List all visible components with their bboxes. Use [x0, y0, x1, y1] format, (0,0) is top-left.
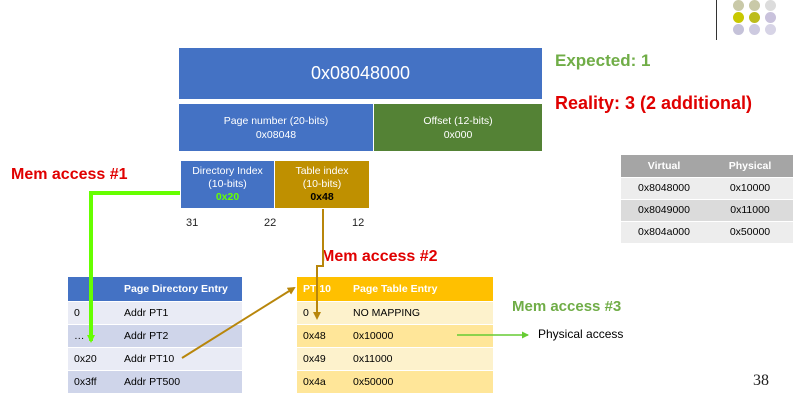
pte-entry: 0x10000: [347, 323, 493, 347]
bit-position-22: 22: [264, 217, 277, 229]
mapping-physical: 0x11000: [707, 198, 793, 221]
mapping-virtual: 0x804a000: [621, 220, 707, 243]
table-row: 0x48 0x10000: [297, 323, 493, 347]
page-number-value: 0x08048: [255, 128, 297, 141]
pde-index: 0x20: [68, 346, 118, 370]
virtual-address-value: 0x08048000: [310, 63, 411, 83]
mapping-virtual: 0x8049000: [621, 198, 707, 221]
pde-index: 0x3ff: [68, 369, 118, 393]
physical-access-label: Physical access: [538, 327, 624, 341]
mapping-physical: 0x10000: [707, 176, 793, 199]
table-row: 0x8049000 0x11000: [621, 198, 793, 221]
table-row: … Addr PT2: [68, 323, 242, 347]
pde-entry: Addr PT2: [118, 323, 242, 347]
pte-index: 0: [297, 300, 347, 324]
directory-index-box: Directory Index (10-bits) 0x20: [181, 161, 274, 208]
mapping-table: Virtual Physical 0x8048000 0x10000 0x804…: [621, 155, 793, 243]
pde-index: 0: [68, 300, 118, 324]
pde-entry: Addr PT500: [118, 369, 242, 393]
divider-line: [716, 0, 717, 40]
table-row: 0 NO MAPPING: [297, 300, 493, 324]
page-table-header-index: PT 10: [297, 277, 347, 301]
directory-index-bits: (10-bits): [208, 178, 247, 190]
pte-index: 0x4a: [297, 369, 347, 393]
pte-entry: 0x11000: [347, 346, 493, 370]
mem-access-2-label: Mem access #2: [321, 248, 438, 265]
mapping-physical: 0x50000: [707, 220, 793, 243]
table-row: 0x804a000 0x50000: [621, 220, 793, 243]
table-row: 0x3ff Addr PT500: [68, 369, 242, 393]
table-row: 0 Addr PT1: [68, 300, 242, 324]
mapping-virtual: 0x8048000: [621, 176, 707, 199]
page-table: PT 10 Page Table Entry 0 NO MAPPING 0x48…: [297, 277, 493, 393]
bit-position-31: 31: [186, 217, 199, 229]
pde-index: …: [68, 323, 118, 347]
table-row: 0x20 Addr PT10: [68, 346, 242, 370]
directory-index-value: 0x20: [215, 191, 240, 203]
page-directory-header-index: [68, 277, 118, 301]
table-index-bits: (10-bits): [302, 178, 342, 190]
pde-entry: Addr PT10: [118, 346, 242, 370]
table-index-value: 0x48: [310, 191, 334, 203]
page-directory-header-entry: Page Directory Entry: [118, 277, 242, 301]
mapping-header-virtual: Virtual: [621, 155, 707, 177]
pte-index: 0x49: [297, 346, 347, 370]
pte-index: 0x48: [297, 323, 347, 347]
pde-entry: Addr PT1: [118, 300, 242, 324]
reality-text: Reality: 3 (2 additional): [555, 93, 753, 113]
table-index-box: Table index (10-bits) 0x48: [275, 161, 369, 208]
offset-value: 0x000: [443, 128, 473, 141]
slide-number: 38: [753, 372, 769, 389]
virtual-address-box: 0x08048000: [179, 48, 542, 99]
pte-entry: NO MAPPING: [347, 300, 493, 324]
page-number-label: Page number (20-bits): [223, 114, 329, 127]
table-row: 0x8048000 0x10000: [621, 176, 793, 199]
page-table-header-entry: Page Table Entry: [347, 277, 493, 301]
mem-access-3-label: Mem access #3: [512, 298, 622, 315]
page-number-box: Page number (20-bits) 0x08048: [179, 104, 373, 151]
mapping-header-physical: Physical: [707, 155, 793, 177]
page-directory-table: Page Directory Entry 0 Addr PT1 … Addr P…: [68, 277, 242, 393]
pte-entry: 0x50000: [347, 369, 493, 393]
bit-position-12: 12: [352, 217, 365, 229]
expected-text: Expected: 1: [555, 51, 651, 70]
table-index-label: Table index: [295, 165, 349, 177]
table-row: 0x49 0x11000: [297, 346, 493, 370]
table-row: 0x4a 0x50000: [297, 369, 493, 393]
offset-label: Offset (12-bits): [423, 114, 493, 127]
directory-index-label: Directory Index: [192, 165, 263, 177]
offset-box: Offset (12-bits) 0x000: [374, 104, 542, 151]
mem-access-1-label: Mem access #1: [11, 166, 128, 183]
